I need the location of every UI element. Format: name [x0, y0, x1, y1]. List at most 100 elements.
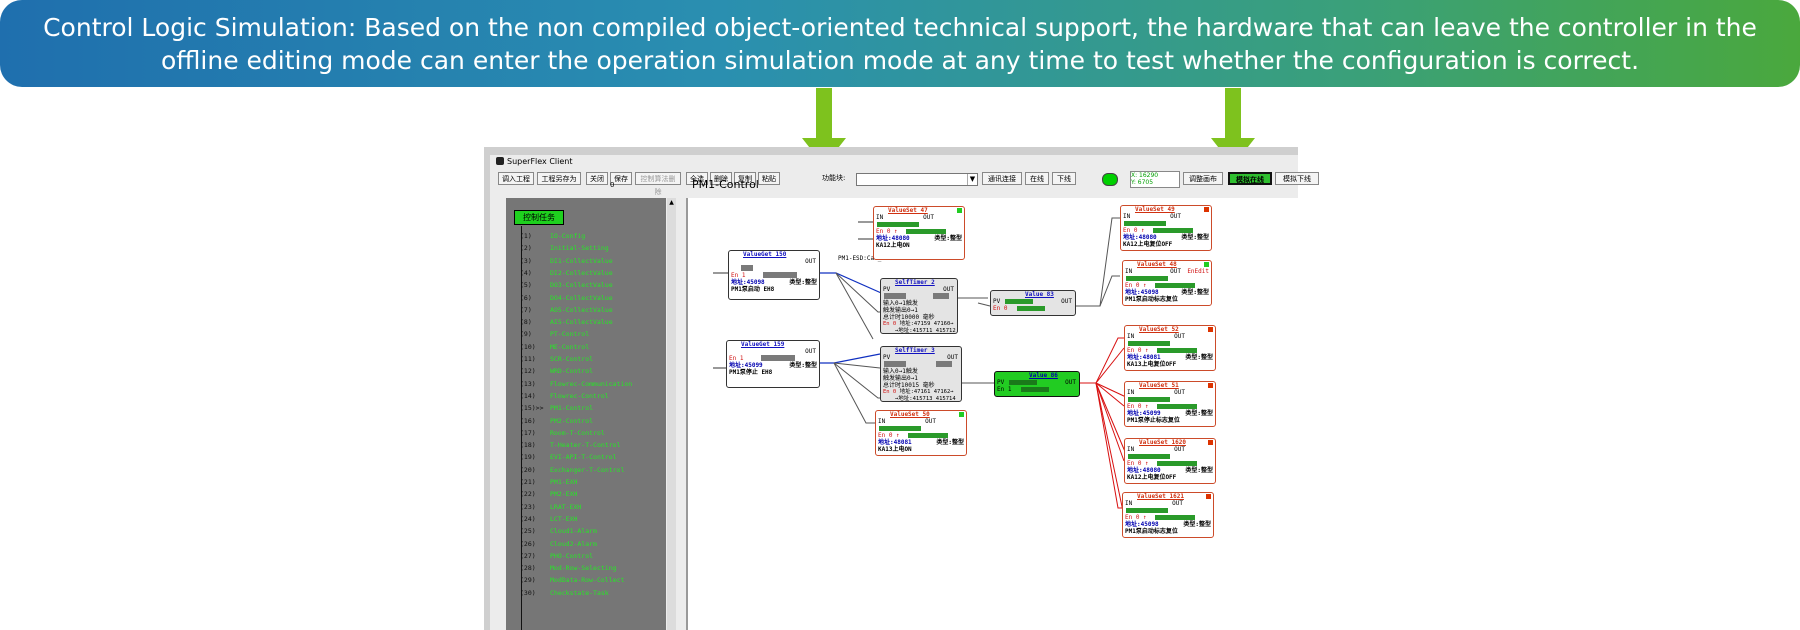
task-number: (13) [520, 379, 536, 388]
task-item[interactable]: (20)Exchanger-T-Control [520, 465, 624, 476]
task-number: (25) [520, 527, 536, 536]
paste-button[interactable]: 粘贴 [758, 172, 780, 185]
task-number: (18) [520, 441, 536, 450]
simulate-online-button[interactable]: 模拟在线 [1228, 172, 1272, 185]
cursor-coordinates: X: 16290 Y: 6705 [1130, 171, 1180, 188]
task-item[interactable]: (27)PHO-Control [520, 551, 593, 562]
connect-button[interactable]: 通讯连接 [982, 172, 1022, 185]
task-item[interactable]: (29)ModData-Row-Collect [520, 575, 624, 586]
task-number: (3) [520, 256, 532, 265]
toolbar: 调入工程 工程另存为 关闭 保存 控制算法删除 全选 删除 复制 粘贴 功能块:… [490, 170, 1298, 196]
task-item[interactable]: (28)Mod-Row-Selecting [520, 563, 617, 574]
column-header: 0 [610, 181, 615, 189]
task-name: EVI-API-T-Control [550, 453, 617, 462]
select-all-button[interactable]: 全选 [686, 172, 708, 185]
task-name: AI5-CollectValue [550, 318, 613, 327]
task-item[interactable]: (10)ME-Control [520, 342, 589, 353]
close-button[interactable]: 关闭 [586, 172, 608, 185]
task-name: LCT-EXH [550, 514, 578, 523]
task-item[interactable]: (4)DI2-CollectValue [520, 268, 613, 279]
tree-connector [521, 226, 522, 630]
task-number: (10) [520, 342, 536, 351]
task-item[interactable]: (11) SCR-Control [520, 354, 593, 365]
online-button[interactable]: 在线 [1025, 172, 1049, 185]
task-item[interactable]: (15)>>PM1-Control [520, 403, 593, 414]
simulate-offline-button[interactable]: 模拟下线 [1275, 172, 1319, 185]
task-item[interactable]: (30)Checkstate-Task [520, 588, 609, 599]
task-number: (9) [520, 330, 532, 339]
task-item[interactable]: (25) Cloud1-Alarm [520, 526, 597, 537]
load-project-button[interactable]: 调入工程 [498, 172, 534, 185]
task-item[interactable]: (3)DI1-CollectValue [520, 256, 613, 267]
task-name: Initial-Setting [550, 244, 609, 253]
task-name: DI2-CollectValue [550, 268, 613, 277]
application-screenshot: SuperFlex Client 调入工程 工程另存为 关闭 保存 控制算法删除… [484, 147, 1319, 630]
task-name: SCR-Control [550, 355, 594, 363]
copy-button[interactable]: 复制 [734, 172, 756, 185]
task-item[interactable]: (26)Cloud2-Alarm [520, 539, 597, 550]
task-name: Exchanger-T-Control [550, 465, 625, 474]
task-item[interactable]: (1)IO-Config [520, 231, 585, 242]
status-indicator-icon [1206, 494, 1211, 499]
task-number: (5) [520, 281, 532, 290]
task-item[interactable]: (9)PT-Control [520, 329, 589, 340]
chevron-down-icon[interactable]: ▼ [967, 174, 977, 185]
task-item[interactable]: (16)PM2-Control [520, 416, 593, 427]
scroll-up-icon[interactable]: ▲ [669, 199, 674, 206]
logic-canvas[interactable]: PM1-ESD:Cal_S7.IN1 ValueGet_150 OUT En 1… [686, 198, 1300, 630]
adjust-canvas-button[interactable]: 调整画布 [1183, 172, 1223, 185]
task-item[interactable]: (19) EVI-API-T-Control [520, 452, 617, 463]
task-name: ModData-Row-Collect [550, 576, 625, 585]
status-indicator-icon [959, 412, 964, 417]
task-item[interactable]: (8) AI5-CollectValue [520, 317, 613, 328]
task-item[interactable]: (18) T-Heater-T-Control [520, 440, 620, 451]
task-name: Flowrec-Control [550, 391, 609, 400]
task-item[interactable]: (21)PM1-EXH [520, 477, 577, 488]
scrollbar[interactable]: ▲ [667, 198, 676, 630]
task-item[interactable]: (12)WRD-Control [520, 366, 593, 377]
task-item[interactable]: (22)PM2-EXH [520, 489, 577, 500]
delete-button[interactable]: 删除 [710, 172, 732, 185]
task-number: (19) [520, 453, 536, 462]
task-name: T-Heater-T-Control [550, 441, 621, 450]
valueget-150-block[interactable]: ValueGet_150 OUT En 1 地址:45098 类型:整型 PM1… [728, 250, 820, 300]
save-project-as-button[interactable]: 工程另存为 [537, 172, 581, 185]
task-item[interactable]: (13)Flowrec-Communication [520, 379, 632, 390]
delete-algorithm-button[interactable]: 控制算法删除 [635, 172, 681, 196]
task-item[interactable]: (14)Flowrec-Control [520, 391, 609, 402]
task-name: AO5-CollectValue [550, 305, 613, 314]
status-indicator-icon [957, 208, 962, 213]
task-item[interactable]: (23)LRAT-EXH [520, 502, 581, 513]
task-item[interactable]: (24)LCT-EXH [520, 514, 577, 525]
task-item[interactable]: (6)DO4-CollectValue [520, 293, 613, 304]
task-name: DO4-CollectValue [550, 293, 613, 302]
task-name: PM1-Control [550, 404, 594, 413]
task-item[interactable]: (7)AO5-CollectValue [520, 305, 613, 316]
valueget-159-block[interactable]: ValueGet_159 OUT En 1 地址:45099 类型:整型 PM1… [726, 340, 820, 388]
save-button[interactable]: 保存 [610, 172, 632, 185]
function-block-select[interactable]: ▼ [856, 173, 978, 186]
task-item[interactable]: (2)Initial-Setting [520, 243, 609, 254]
control-tasks-button[interactable]: 控制任务 [514, 210, 564, 225]
task-name: Cloud1-Alarm [550, 527, 597, 536]
task-number: (12) [520, 367, 536, 376]
task-number: (21) [520, 478, 536, 486]
task-item[interactable]: (17)Room-T-Control [520, 428, 605, 439]
task-number: (11) [520, 355, 536, 363]
banner-text: Control Logic Simulation: Based on the n… [43, 12, 1757, 75]
task-number: (8) [520, 318, 532, 327]
task-item[interactable]: (5)DO3-CollectValue [520, 280, 613, 291]
offline-button[interactable]: 下线 [1052, 172, 1076, 185]
